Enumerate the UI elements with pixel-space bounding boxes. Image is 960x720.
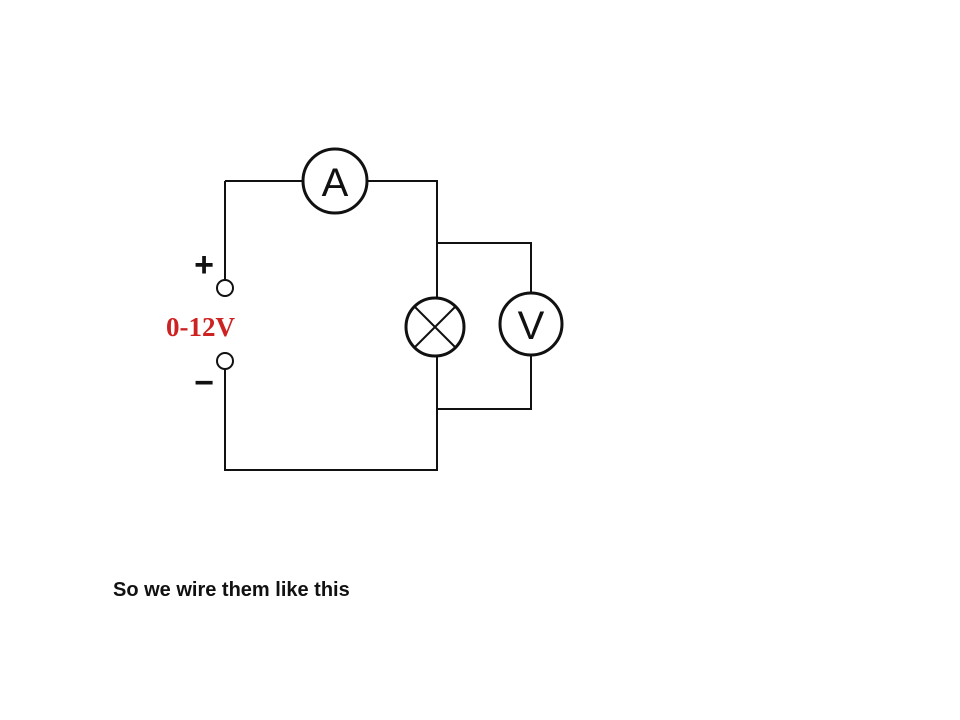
lamp-cross-icon [404, 296, 466, 358]
voltmeter-label: V [518, 304, 545, 348]
lamp-cross [413, 305, 457, 349]
wire-top [225, 180, 438, 300]
ammeter-circle [301, 147, 369, 215]
negative-sign: − [194, 364, 214, 402]
slide-caption: So we wire them like this [113, 579, 350, 601]
voltmeter-circle [498, 291, 564, 357]
wire-voltmeter-branch [437, 242, 532, 410]
voltmeter: V [498, 291, 564, 357]
negative-terminal [216, 352, 234, 370]
ammeter-label: A [322, 161, 349, 205]
positive-terminal [216, 279, 234, 297]
positive-sign: + [194, 246, 214, 284]
supply-voltage-label: 0-12V [166, 312, 235, 342]
wire-left-bottom [224, 356, 438, 471]
ammeter: A [301, 147, 369, 215]
